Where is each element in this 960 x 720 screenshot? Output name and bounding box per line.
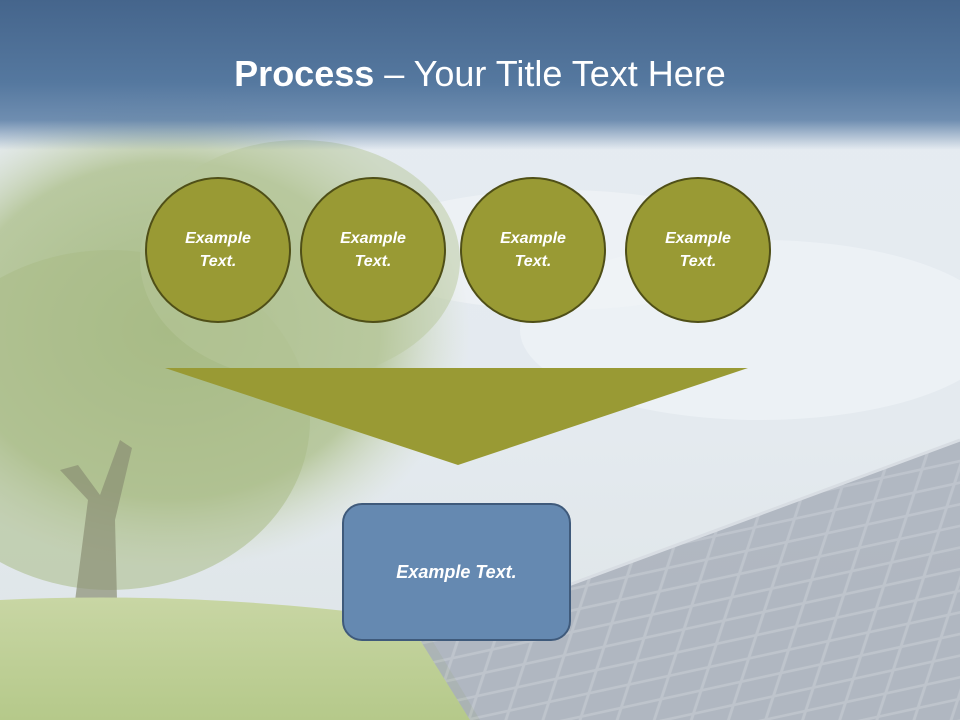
circle-label-line1: Example — [665, 230, 731, 247]
circle-label-line1: Example — [185, 230, 251, 247]
result-label: Example Text. — [396, 561, 517, 582]
circle-label-line2: Text. — [679, 253, 717, 270]
circle-label-line1: Example — [340, 230, 406, 247]
page-title: Process – Your Title Text Here — [0, 52, 960, 96]
header-band — [0, 0, 960, 150]
result-box: Example Text. — [342, 503, 571, 641]
circle-label-line2: Text. — [354, 253, 392, 270]
circle-label-line2: Text. — [199, 253, 237, 270]
circle-label-line2: Text. — [514, 253, 552, 270]
title-bold: Process — [234, 53, 375, 94]
circle-label-line1: Example — [500, 230, 566, 247]
title-rest: – Your Title Text Here — [374, 53, 726, 94]
